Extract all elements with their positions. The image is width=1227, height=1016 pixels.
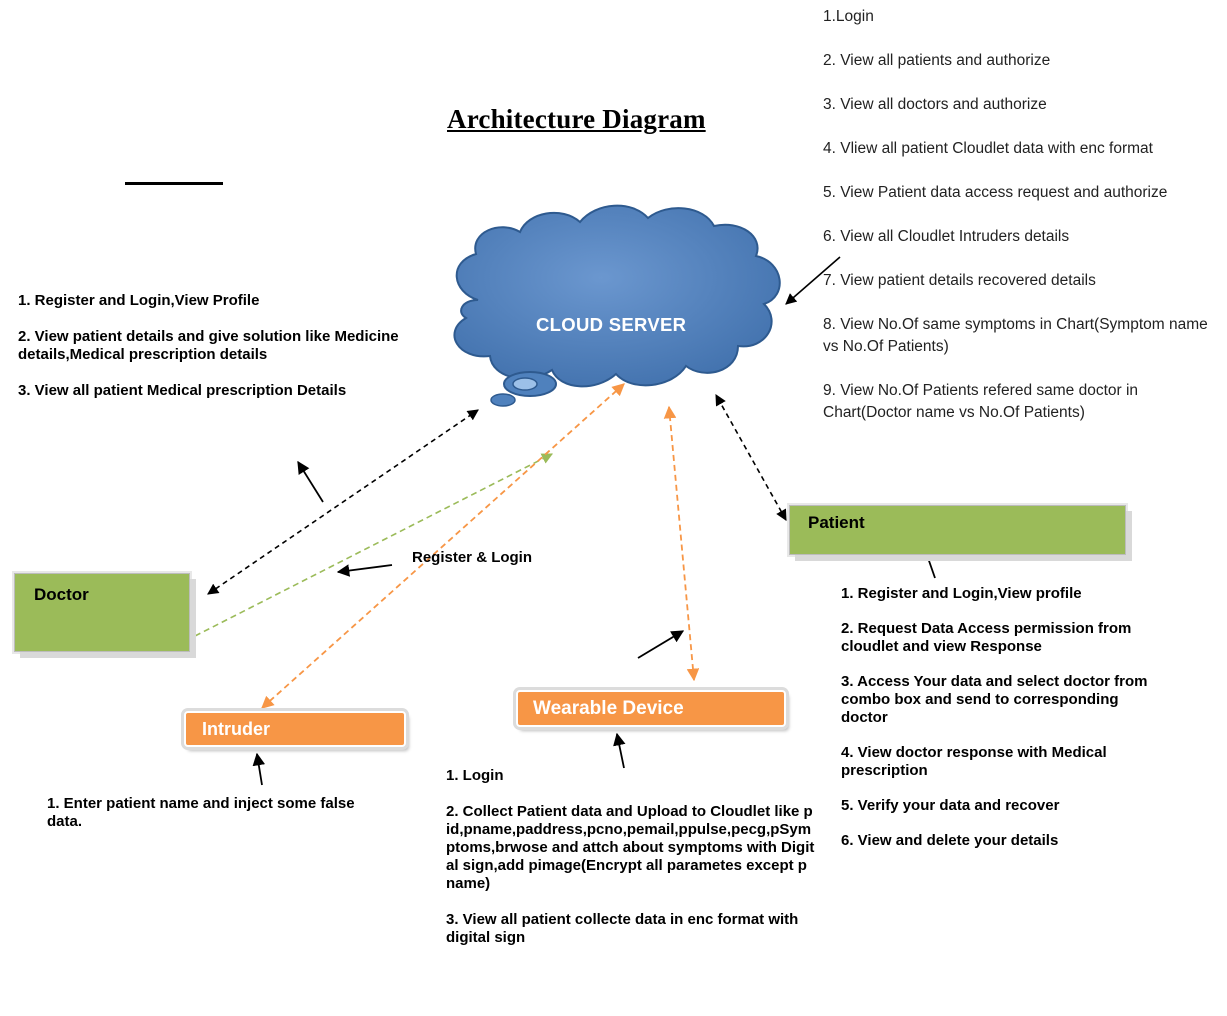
list-item: 1. Register and Login,View Profile (18, 292, 260, 309)
list-item: 1. Register and Login,View profile (841, 585, 1082, 602)
register-login-label: Register & Login (412, 549, 533, 566)
wearable-cloud-connector (663, 405, 700, 682)
cloud-server-shape (453, 204, 781, 407)
wearable-device-label: Wearable Device (533, 698, 684, 719)
wearable-pointer (637, 630, 685, 659)
list-item: 4. Vliew all patient Cloudlet data with … (823, 140, 1153, 157)
list-item: 1. Enter patient name and inject some fa… (47, 795, 355, 830)
intruder-function-list: 1. Enter patient name and inject some fa… (47, 795, 377, 831)
list-item: 4. View doctor response with Medical pre… (841, 744, 1107, 779)
list-item: 7. View patient details recovered detail… (823, 272, 1096, 289)
diagram-title: Architecture Diagram (447, 104, 706, 134)
list-item: 2. Collect Patient data and Upload to Cl… (446, 803, 815, 892)
wearable-device-box: Wearable Device (516, 690, 786, 727)
doctor-list-pointer (297, 460, 324, 503)
intruder-label: Intruder (202, 719, 271, 739)
intruder-box: Intruder (184, 711, 406, 747)
list-item: 2. View patient details and give solutio… (18, 328, 399, 363)
list-item: 5. View Patient data access request and … (823, 184, 1168, 201)
list-item: 3. View all patient Medical prescription… (18, 382, 347, 399)
list-item: 2. View all patients and authorize (823, 52, 1051, 69)
list-item: 1. Login (446, 767, 504, 784)
list-item: 1.Login (823, 8, 874, 25)
admin-list-pointer (785, 256, 841, 305)
patient-label: Patient (808, 513, 865, 532)
list-item: 3. View all doctors and authorize (823, 96, 1047, 113)
register-login-pointer (336, 564, 393, 577)
underline-stub (125, 182, 223, 185)
patient-function-list: 1. Register and Login,View profile 2. Re… (841, 585, 1161, 867)
patient-cloud-connector (715, 394, 787, 521)
patient-box: Patient (789, 505, 1126, 555)
doctor-function-list: 1. Register and Login,View Profile 2. Vi… (18, 292, 418, 418)
intruder-list-pointer (252, 752, 266, 786)
intruder-cloud-connector (261, 383, 625, 709)
wearable-function-list: 1. Login 2. Collect Patient data and Upl… (446, 767, 816, 965)
list-item: 3. Access Your data and select doctor fr… (841, 673, 1148, 726)
list-item: 8. View No.Of same symptoms in Chart(Sym… (823, 316, 1208, 355)
admin-function-list: 1.Login 2. View all patients and authori… (823, 6, 1223, 446)
list-item: 5. Verify your data and recover (841, 797, 1060, 814)
cloud-server-label: CLOUD SERVER (536, 314, 687, 335)
doctor-label: Doctor (34, 585, 89, 604)
list-item: 6. View all Cloudlet Intruders details (823, 228, 1070, 245)
wearable-list-pointer (613, 732, 626, 769)
list-item: 3. View all patient collecte data in enc… (446, 911, 799, 946)
doctor-cloud-connector (207, 409, 479, 595)
list-item: 6. View and delete your details (841, 832, 1059, 849)
list-item: 9. View No.Of Patients refered same doct… (823, 382, 1139, 421)
doctor-box: Doctor (14, 573, 190, 652)
list-item: 2. Request Data Access permission from c… (841, 620, 1132, 655)
